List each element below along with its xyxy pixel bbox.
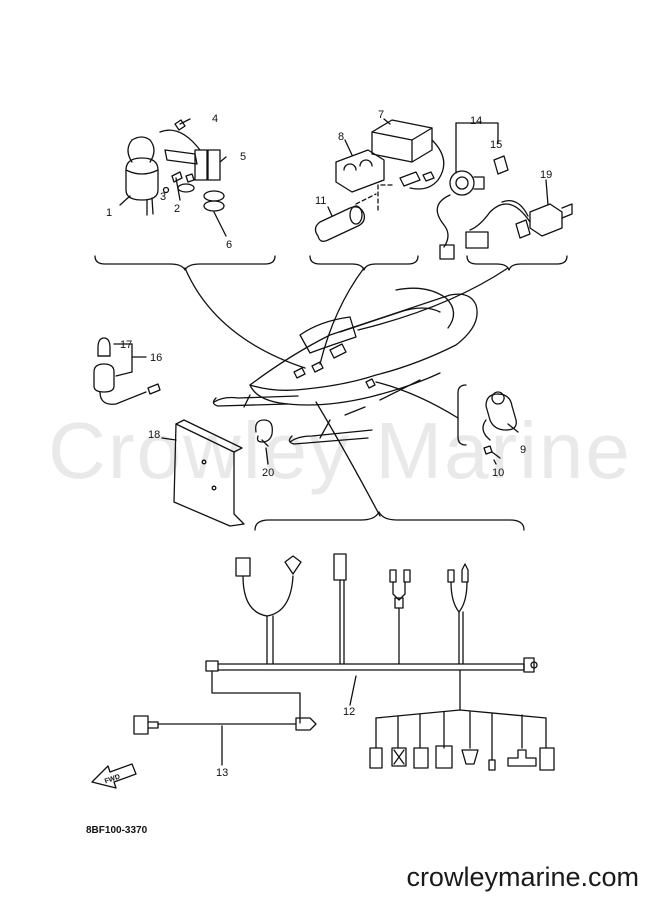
cable-clip	[255, 419, 273, 465]
bracket-bottom	[254, 511, 525, 531]
callout-17: 17	[120, 339, 132, 351]
callout-9: 9	[520, 444, 526, 456]
figure-code: 8BF100-3370	[86, 825, 148, 836]
wire-harness	[205, 553, 555, 771]
bracket-side	[457, 384, 467, 446]
callout-18: 18	[148, 429, 160, 441]
callout-12: 12	[343, 706, 355, 718]
callout-13: 13	[216, 767, 228, 779]
callout-20: 20	[262, 467, 274, 479]
cdi-unit-group	[314, 118, 445, 242]
callout-7: 7	[378, 109, 384, 121]
side-switch	[482, 391, 519, 465]
forward-arrow-icon	[91, 763, 137, 789]
switch-group	[436, 122, 573, 260]
callout-14: 14	[470, 115, 482, 127]
lead-wire	[133, 715, 317, 766]
callout-6: 6	[226, 239, 232, 251]
snowmobile-body	[212, 287, 478, 445]
callout-4: 4	[212, 113, 218, 125]
callout-10: 10	[492, 467, 504, 479]
callout-2: 2	[174, 203, 180, 215]
callout-15: 15	[490, 139, 502, 151]
callout-1: 1	[106, 207, 112, 219]
fwd-label: FWD	[104, 773, 121, 785]
bracket-left	[94, 255, 276, 271]
callout-16: 16	[150, 352, 162, 364]
callout-3: 3	[160, 191, 166, 203]
bracket-right	[466, 255, 568, 271]
callout-5: 5	[240, 151, 246, 163]
mounting-plate	[161, 419, 245, 527]
website-label[interactable]: crowleymarine.com	[406, 862, 639, 892]
ignition-coil-group	[119, 118, 227, 237]
lamp-assembly	[93, 337, 161, 405]
callout-8: 8	[338, 131, 344, 143]
bracket-mid	[309, 255, 419, 271]
callout-11: 11	[315, 195, 326, 207]
callout-19: 19	[540, 169, 552, 181]
